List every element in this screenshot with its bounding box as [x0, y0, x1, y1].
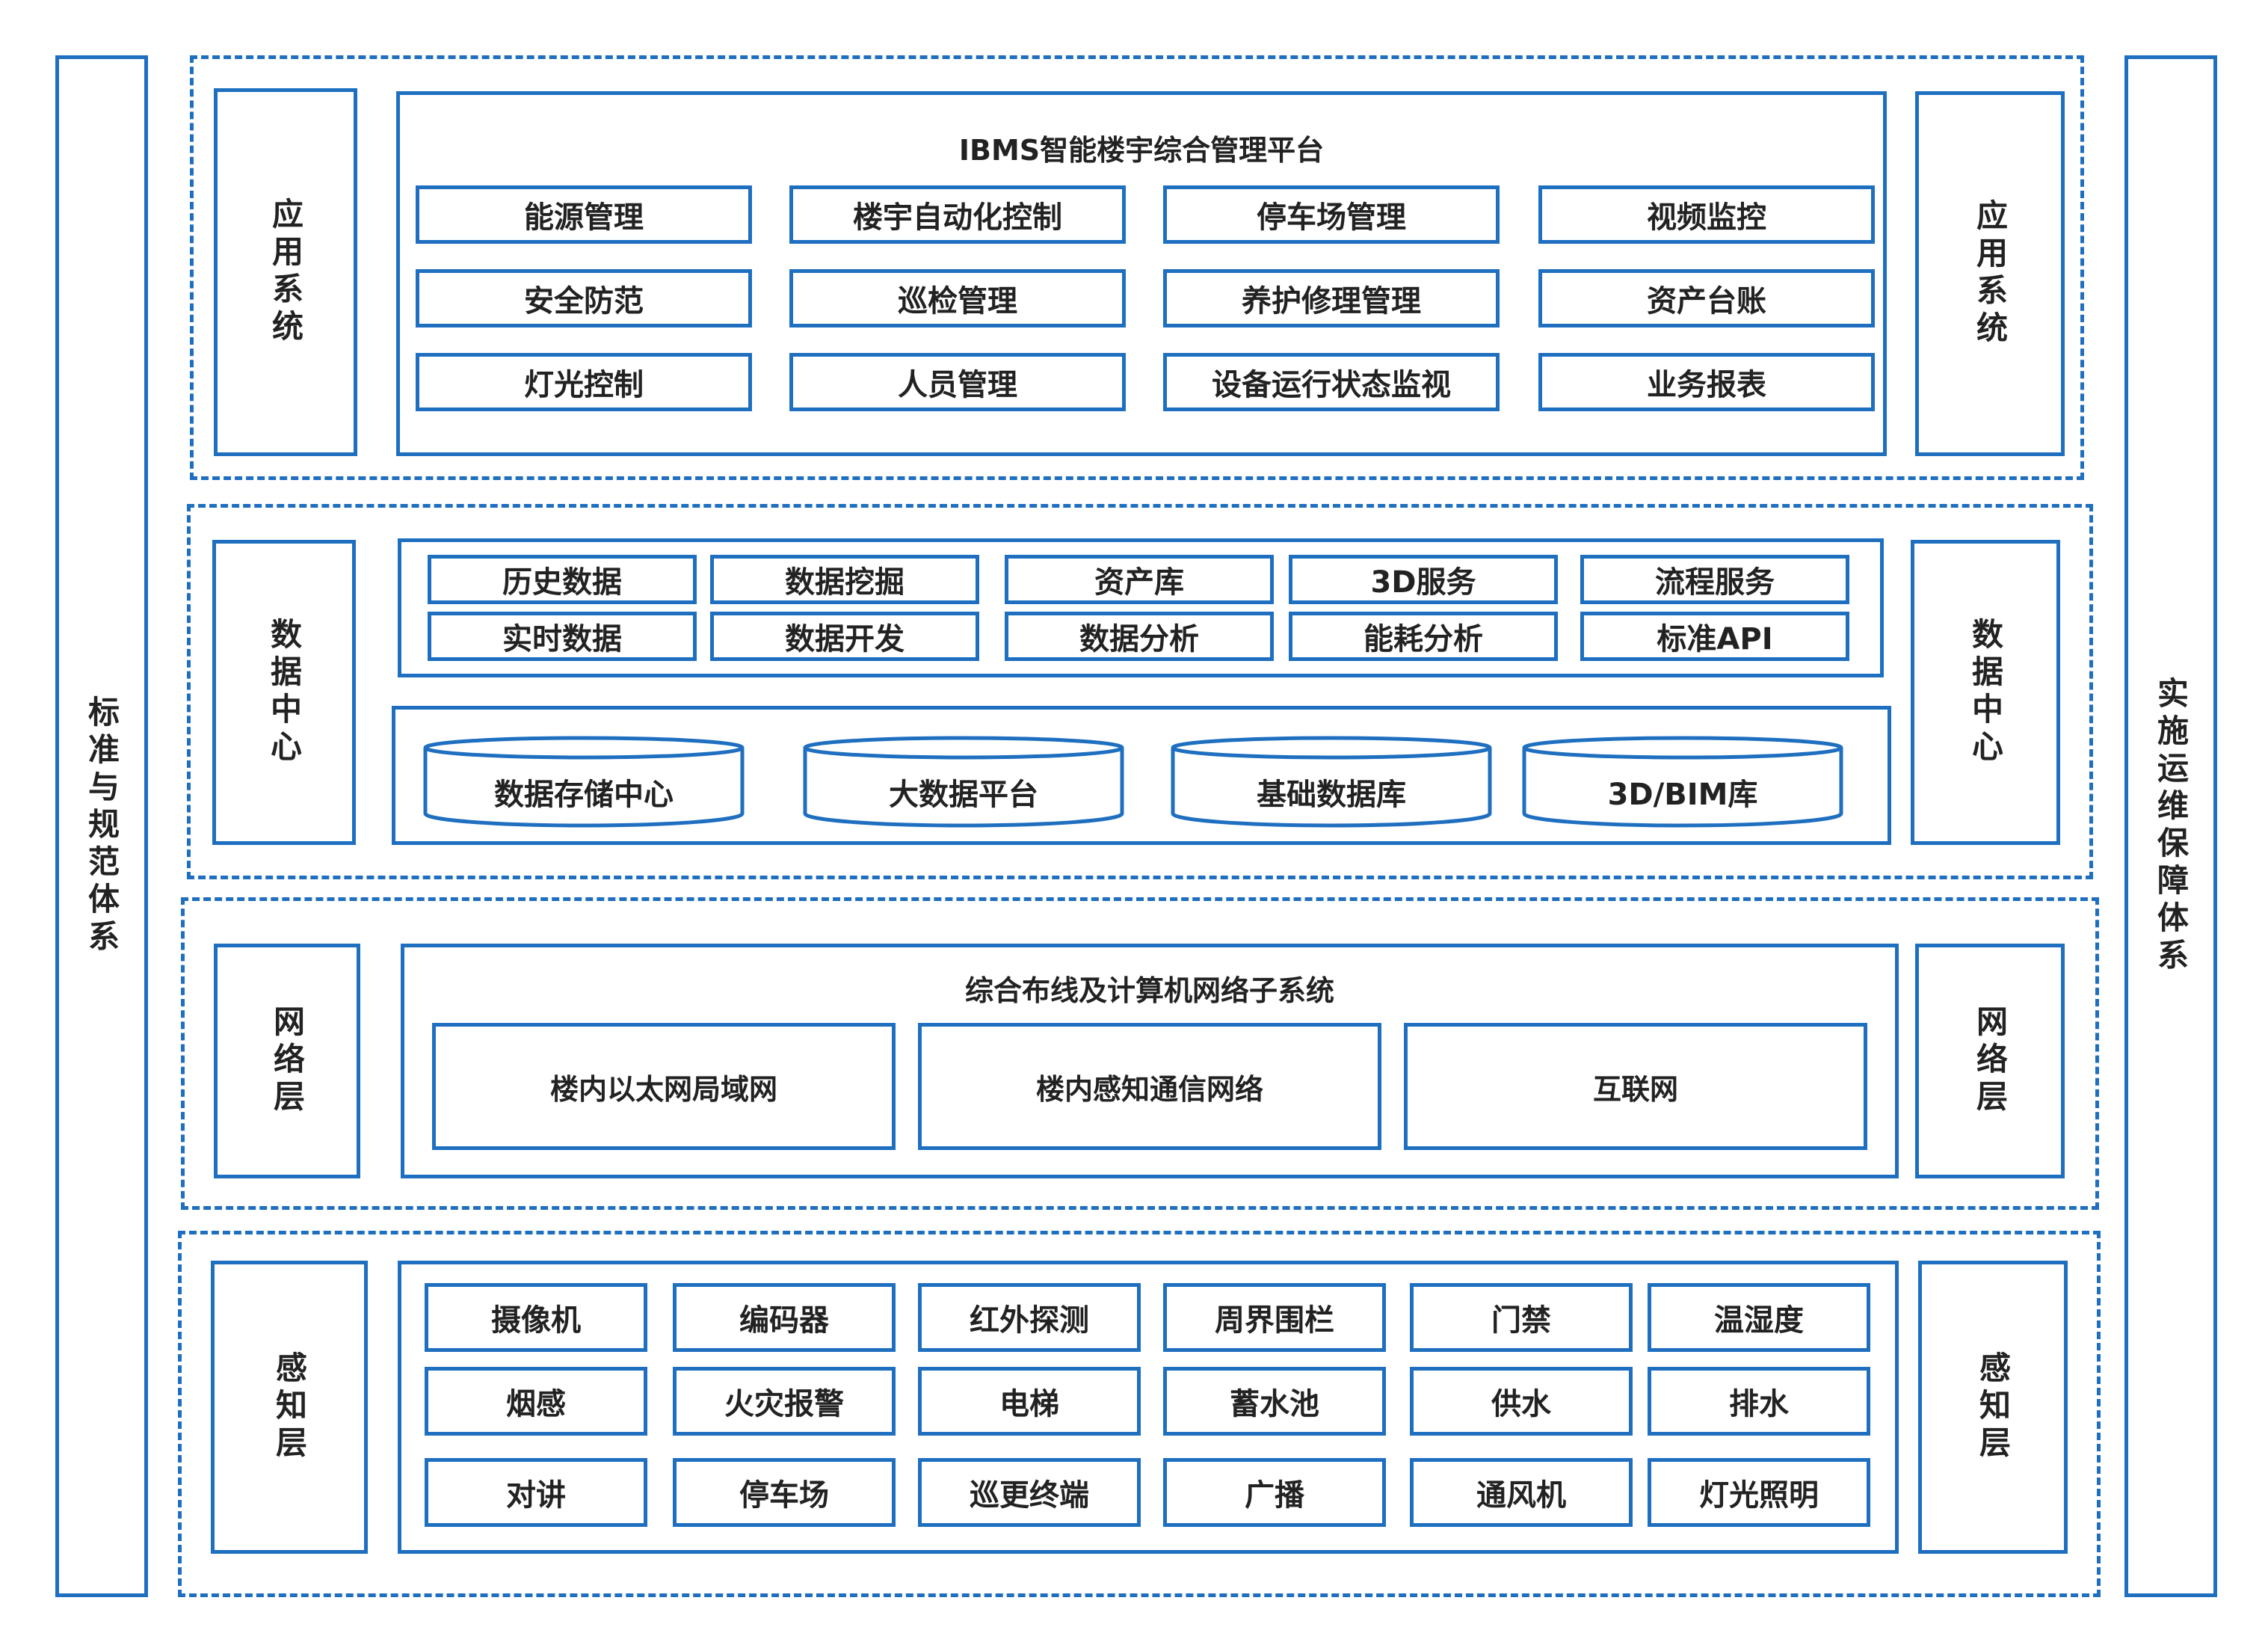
data-service-item: 流程服务	[1580, 555, 1849, 604]
data-center-left-label: 数据中心	[212, 540, 356, 845]
operations-support-label: 实施运维保障体系	[2152, 677, 2190, 976]
data-service-item: 实时数据	[428, 612, 697, 661]
perception-item: 火灾报警	[673, 1367, 896, 1436]
data-store-label: 3D/BIM库	[1607, 778, 1758, 812]
data-service-item: 数据开发	[710, 612, 979, 661]
data-store-cylinder: 大数据平台	[803, 736, 1124, 828]
perception-layer-right-label: 感知层	[1918, 1261, 2068, 1554]
perception-item: 对讲	[425, 1458, 647, 1527]
data-center-right-label: 数据中心	[1911, 540, 2060, 845]
application-layer-left-label: 应用系统	[214, 88, 357, 456]
perception-item: 蓄水池	[1163, 1367, 1386, 1436]
application-item: 能源管理	[416, 185, 752, 244]
perception-item: 排水	[1648, 1367, 1870, 1436]
cylinder-shape	[803, 736, 1124, 828]
perception-item: 烟感	[425, 1367, 647, 1436]
application-layer-right-label: 应用系统	[1915, 91, 2065, 456]
application-item: 业务报表	[1538, 353, 1875, 411]
application-item: 养护修理管理	[1163, 269, 1500, 328]
cylinder-body	[1522, 748, 1843, 828]
cylinder-top	[803, 736, 1124, 760]
network-layer	[181, 897, 2099, 1210]
perception-item: 门禁	[1410, 1283, 1633, 1352]
data-service-item: 资产库	[1005, 555, 1274, 604]
cylinder-body	[1171, 748, 1492, 828]
data-service-item: 数据分析	[1005, 612, 1274, 661]
perception-item: 广播	[1163, 1458, 1386, 1527]
ibms-platform-title: IBMS智能楼宇综合管理平台	[958, 134, 1325, 167]
application-item: 人员管理	[789, 353, 1126, 411]
perception-item: 温湿度	[1648, 1283, 1870, 1352]
network-subsystem-title: 综合布线及计算机网络子系统	[964, 974, 1334, 1007]
perception-item: 巡更终端	[918, 1458, 1141, 1527]
perception-item: 通风机	[1410, 1458, 1633, 1527]
data-store-label: 基础数据库	[1257, 778, 1406, 812]
application-item: 停车场管理	[1163, 185, 1500, 244]
application-item: 资产台账	[1538, 269, 1875, 328]
perception-item: 编码器	[673, 1283, 896, 1352]
application-item: 安全防范	[416, 269, 752, 328]
application-item: 巡检管理	[789, 269, 1126, 328]
operations-support-column: 实施运维保障体系	[2124, 55, 2217, 1597]
network-item: 互联网	[1404, 1023, 1867, 1150]
data-center-layer	[187, 504, 2093, 879]
data-service-item: 数据挖掘	[710, 555, 979, 604]
cylinder-shape	[1171, 736, 1492, 828]
data-store-label: 大数据平台	[889, 778, 1038, 812]
data-service-item: 历史数据	[428, 555, 697, 604]
perception-item: 摄像机	[425, 1283, 647, 1352]
perception-item: 供水	[1410, 1367, 1633, 1436]
data-store-label: 数据存储中心	[494, 778, 674, 812]
cylinder-body	[803, 748, 1124, 828]
application-item: 设备运行状态监视	[1163, 353, 1500, 411]
application-item: 楼宇自动化控制	[789, 185, 1126, 244]
cylinder-top	[1171, 736, 1492, 760]
cylinder-body	[423, 748, 745, 828]
standards-system-label: 标准与规范体系	[83, 695, 120, 957]
cylinder-shape	[1522, 736, 1843, 828]
perception-item: 停车场	[673, 1458, 896, 1527]
data-service-item: 能耗分析	[1289, 612, 1558, 661]
data-store-cylinder: 基础数据库	[1171, 736, 1492, 828]
perception-item: 电梯	[918, 1367, 1141, 1436]
cylinder-shape	[423, 736, 745, 828]
data-store-cylinder: 3D/BIM库	[1522, 736, 1843, 828]
perception-layer	[178, 1231, 2101, 1597]
application-layer	[190, 55, 2084, 480]
application-item: 灯光控制	[416, 353, 752, 411]
network-layer-right-label: 网络层	[1915, 944, 2065, 1178]
application-item: 视频监控	[1538, 185, 1875, 244]
network-layer-left-label: 网络层	[214, 944, 360, 1178]
perception-layer-left-label: 感知层	[211, 1261, 368, 1554]
network-item: 楼内感知通信网络	[918, 1023, 1381, 1150]
perception-item: 灯光照明	[1648, 1458, 1870, 1527]
data-service-item: 标准API	[1580, 612, 1849, 661]
perception-item: 红外探测	[918, 1283, 1141, 1352]
cylinder-top	[423, 736, 745, 760]
data-service-item: 3D服务	[1289, 555, 1558, 604]
cylinder-top	[1522, 736, 1843, 760]
standards-system-column: 标准与规范体系	[55, 55, 148, 1597]
network-item: 楼内以太网局域网	[432, 1023, 896, 1150]
data-store-cylinder: 数据存储中心	[423, 736, 745, 828]
perception-item: 周界围栏	[1163, 1283, 1386, 1352]
